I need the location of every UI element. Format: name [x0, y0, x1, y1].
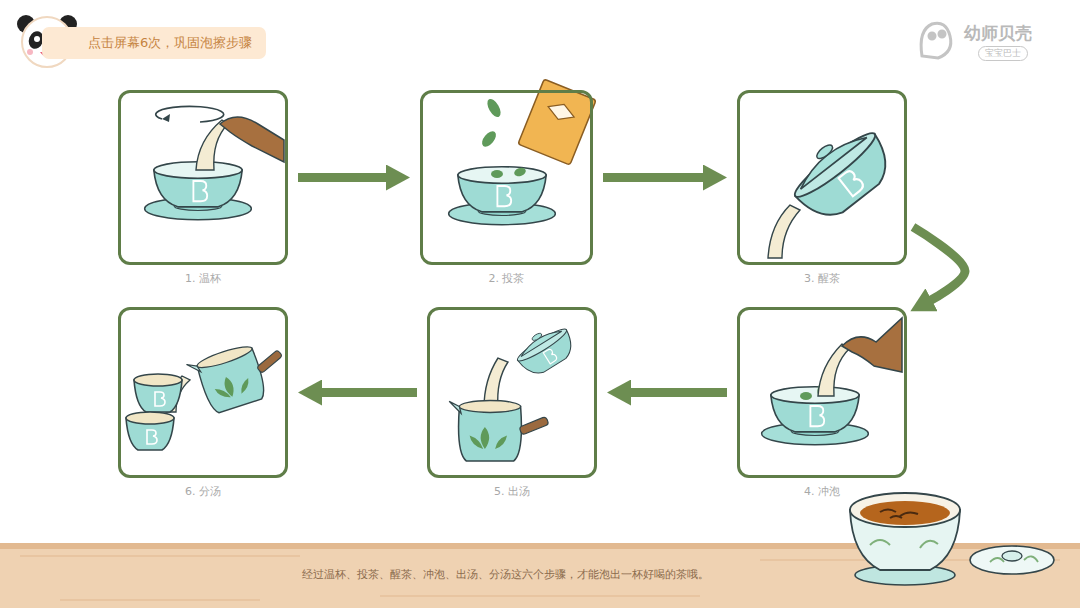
watermark-badge: 宝宝巴士	[978, 46, 1028, 61]
step-label: 1. 温杯	[118, 271, 288, 286]
panel-frame	[118, 307, 288, 478]
warm-cup-picture	[121, 93, 285, 262]
awaken-tea-picture	[740, 93, 904, 262]
tea-bowl-picture	[850, 493, 1054, 585]
pour-out-picture	[430, 310, 594, 475]
flow-arrow	[603, 173, 705, 182]
title-banner: 点击屏幕6次，巩固泡擦步骤	[42, 27, 266, 59]
brew-picture	[740, 310, 904, 475]
step-panel: 1. 温杯	[118, 90, 288, 292]
step-label: 2. 投茶	[420, 271, 593, 286]
flow-arrow	[320, 388, 417, 397]
step-panel: 3. 醒茶	[737, 90, 907, 292]
flow-arrow	[298, 173, 388, 182]
panel-frame	[118, 90, 288, 265]
watermark-text: 幼师贝壳	[964, 22, 1032, 45]
flow-arrow	[913, 227, 965, 301]
panel-frame	[737, 307, 907, 478]
step-label: 6. 分汤	[118, 484, 288, 499]
step-panel: 5. 出汤	[427, 307, 597, 505]
flow-arrow	[629, 388, 727, 397]
step-label: 5. 出汤	[427, 484, 597, 499]
panel-frame	[737, 90, 907, 265]
add-tea-picture	[423, 79, 596, 262]
panel-frame	[427, 307, 597, 478]
step-panel: 2. 投茶	[420, 90, 593, 292]
panel-frame	[420, 90, 593, 265]
watermark-logo	[921, 23, 951, 58]
step-label: 4. 冲泡	[737, 484, 907, 499]
step-panel: 4. 冲泡	[737, 307, 907, 505]
caption-text: 经过温杯、投茶、醒茶、冲泡、出汤、分汤这六个步骤，才能泡出一杯好喝的茶哦。	[170, 567, 840, 582]
serve-picture	[121, 310, 293, 475]
step-panel: 6. 分汤	[118, 307, 288, 505]
step-label: 3. 醒茶	[737, 271, 907, 286]
